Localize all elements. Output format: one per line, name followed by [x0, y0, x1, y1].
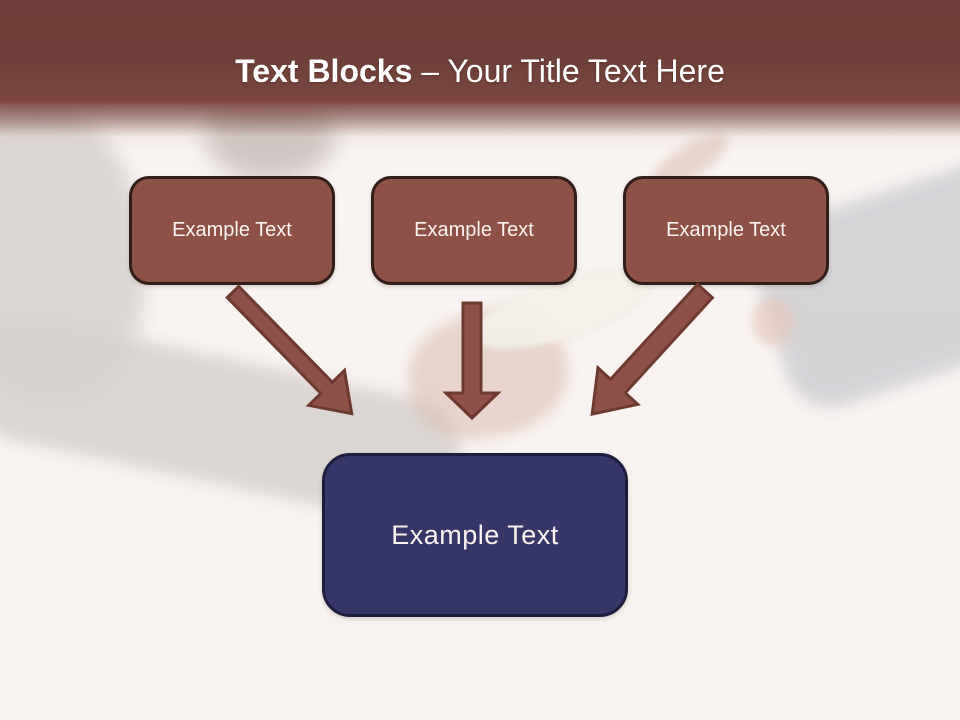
text-block-left: Example Text — [129, 176, 335, 285]
arrow-right-diagonal-icon — [590, 282, 715, 417]
summary-block-label: Example Text — [391, 519, 559, 550]
slide-title-rest: – Your Title Text Here — [412, 53, 725, 89]
arrow-down-icon — [442, 301, 502, 421]
summary-block: Example Text — [322, 453, 628, 617]
text-block-middle-label: Example Text — [414, 219, 534, 241]
header-band — [0, 0, 960, 152]
arrow-left-diagonal-icon — [225, 284, 354, 416]
slide-title-bold: Text Blocks — [235, 53, 413, 89]
slide-title: Text Blocks – Your Title Text Here — [0, 52, 960, 90]
text-block-left-label: Example Text — [172, 219, 292, 241]
